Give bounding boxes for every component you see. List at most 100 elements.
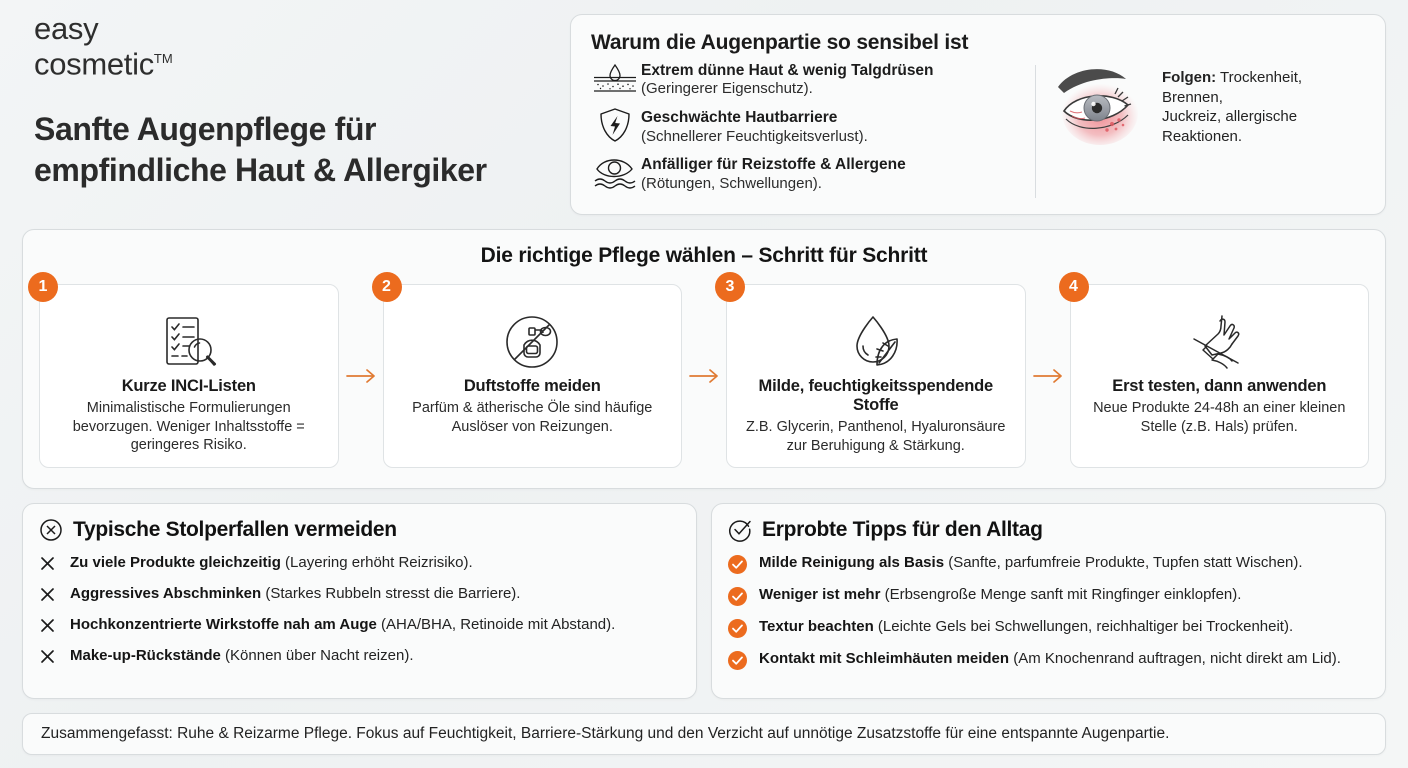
step-arrow-icon — [339, 284, 383, 468]
bottom-columns: Typische Stolperfallen vermeiden Zu viel… — [22, 503, 1386, 700]
step-arrow-icon — [1026, 284, 1070, 468]
step-card-2[interactable]: 2 Duftstoffe meiden — [371, 272, 682, 469]
check-circle-filled-icon — [728, 586, 759, 607]
step-card-4[interactable]: 4 Erst testen, dann anwenden — [1058, 272, 1369, 469]
brand-logo-line2-wrap: cosmeticTM — [34, 44, 570, 79]
pitfall-note: (Können über Nacht reizen). — [220, 646, 414, 664]
pitfall-bold: Hochkonzentrierte Wirkstoffe nah am Auge — [70, 615, 377, 633]
why-reasons-list: Extrem dünne Haut & wenig Talgdrüsen (Ge… — [589, 61, 1029, 202]
steps-panel: Die richtige Pflege wählen – Schritt für… — [22, 229, 1386, 490]
pitfall-item: Hochkonzentrierte Wirkstoffe nah am Auge… — [39, 616, 680, 635]
step-number-badge: 3 — [715, 272, 745, 303]
step-number-badge: 2 — [371, 272, 402, 303]
red-irritated-eye-illustration — [1050, 61, 1154, 153]
pitfall-item: Aggressives Abschminken (Starkes Rubbeln… — [39, 585, 680, 604]
tip-note: (Am Knochenrand auftragen, nicht direkt … — [1009, 650, 1341, 668]
pitfall-bold: Make-up-Rückstände — [70, 646, 221, 664]
check-circle-filled-icon — [728, 650, 759, 671]
tip-text: Kontakt mit Schleimhäuten meiden (Am Kno… — [759, 650, 1341, 669]
shield-crack-icon — [589, 108, 641, 142]
pitfall-note: (Starkes Rubbeln stresst die Barriere). — [261, 585, 521, 603]
page-title-line2: empfindliche Haut & Allergiker — [34, 151, 487, 188]
step-heading: Duftstoffe meiden — [463, 377, 601, 396]
tip-item: Textur beachten (Leichte Gels bei Schwel… — [728, 618, 1369, 639]
pitfall-note: (Layering erhöht Reizrisiko). — [280, 554, 473, 572]
pitfall-item: Make-up-Rückstände (Können über Nacht re… — [39, 647, 680, 666]
tip-text: Textur beachten (Leichte Gels bei Schwel… — [759, 618, 1293, 637]
tips-title: Erprobte Tipps für den Alltag — [762, 518, 1043, 542]
why-reason-item: Geschwächte Hautbarriere (Schnellerer Fe… — [589, 108, 1029, 146]
step-text: Parfüm & ätherische Öle sind häufige Aus… — [412, 400, 653, 435]
step-text: Minimalistische Formulierungen bevorzuge… — [72, 400, 305, 454]
tip-item: Weniger ist mehr (Erbsengroße Menge sanf… — [728, 586, 1369, 607]
consequences-text-line1: Trockenheit, Brennen, — [1162, 69, 1303, 106]
step-number-badge: 1 — [28, 272, 58, 303]
header: easy cosmeticTM Sanfte Augenpflege für e… — [0, 0, 1408, 216]
patch-test-hand-icon — [1083, 311, 1357, 373]
why-reason-bold: Geschwächte Hautbarriere — [641, 109, 838, 127]
why-reason-bold: Anfälliger für Reizstoffe & Allergene — [641, 156, 906, 174]
tip-bold: Milde Reinigung als Basis — [759, 554, 945, 572]
steps-panel-title: Die richtige Pflege wählen – Schritt für… — [480, 244, 928, 268]
droplet-leaf-icon — [739, 311, 1013, 373]
why-reason-note: (Geringerer Eigenschutz). — [641, 80, 813, 98]
tip-item: Milde Reinigung als Basis (Sanfte, parfu… — [728, 554, 1369, 575]
consequences-label: Folgen: — [1162, 69, 1217, 86]
tip-text: Milde Reinigung als Basis (Sanfte, parfu… — [759, 554, 1303, 573]
summary-footer: Zusammengefasst: Ruhe & Reizarme Pflege.… — [22, 713, 1386, 756]
why-card-title: Warum die Augenpartie so sensibel ist — [591, 31, 969, 54]
why-reason-text: Extrem dünne Haut & wenig Talgdrüsen (Ge… — [641, 61, 934, 99]
pitfall-text: Aggressives Abschminken (Starkes Rubbeln… — [70, 585, 520, 604]
step-text: Z.B. Glycerin, Panthenol, Hyaluronsäure … — [745, 419, 1006, 454]
pitfall-text: Zu viele Produkte gleichzeitig (Layering… — [70, 554, 473, 573]
no-perfume-icon — [396, 311, 670, 373]
check-circle-filled-icon — [728, 618, 759, 639]
step-card-3[interactable]: 3 Milde, feuchtigkeit — [715, 272, 1026, 469]
x-mark-icon — [39, 554, 70, 572]
pitfall-bold: Aggressives Abschminken — [70, 585, 262, 603]
brand-logo-line1: easy — [34, 11, 99, 46]
tip-note: (Leichte Gels bei Schwellungen, reichhal… — [873, 618, 1294, 636]
consequences-line1: Folgen: Trockenheit, Brennen, — [1162, 68, 1367, 107]
consequences-text-line2: Juckreiz, allergische Reaktionen. — [1162, 108, 1298, 145]
consequences-block: Folgen: Trockenheit, Brennen, Juckreiz, … — [1050, 61, 1367, 153]
step-heading: Milde, feuchtigkeitsspendende Stoffe — [758, 377, 994, 415]
checklist-magnifier-icon — [52, 311, 326, 373]
tip-bold: Textur beachten — [759, 618, 874, 636]
step-card-1[interactable]: 1 — [28, 272, 339, 469]
tips-header: Erprobte Tipps für den Alltag — [728, 518, 1369, 543]
x-mark-icon — [39, 616, 70, 634]
irritated-eye-icon — [589, 155, 641, 189]
why-sensitive-card: Warum die Augenpartie so sensibel ist — [570, 14, 1386, 216]
tip-note: (Sanfte, parfumfreie Produkte, Tupfen st… — [944, 554, 1303, 572]
tip-item: Kontakt mit Schleimhäuten meiden (Am Kno… — [728, 650, 1369, 671]
tips-card: Erprobte Tipps für den Alltag Milde Rein… — [711, 503, 1386, 700]
step-text: Neue Produkte 24-48h an einer kleinen St… — [1093, 400, 1346, 435]
x-mark-icon — [39, 647, 70, 665]
step-arrow-icon — [682, 284, 726, 468]
x-mark-icon — [39, 585, 70, 603]
x-circle-icon — [39, 518, 73, 542]
step-heading: Erst testen, dann anwenden — [1112, 377, 1327, 396]
pitfalls-card: Typische Stolperfallen vermeiden Zu viel… — [22, 503, 697, 700]
divider — [1035, 65, 1036, 199]
page-title-line1: Sanfte Augenpflege für — [34, 111, 377, 148]
pitfall-text: Make-up-Rückstände (Können über Nacht re… — [70, 647, 413, 666]
why-reason-bold: Extrem dünne Haut & wenig Talgdrüsen — [641, 62, 934, 79]
step-heading: Kurze INCI-Listen — [121, 377, 256, 396]
tip-bold: Kontakt mit Schleimhäuten meiden — [759, 650, 1010, 668]
why-reason-item: Anfälliger für Reizstoffe & Allergene (R… — [589, 155, 1029, 193]
check-circle-filled-icon — [728, 554, 759, 575]
pitfalls-title: Typische Stolperfallen vermeiden — [73, 518, 397, 542]
page-title: Sanfte Augenpflege für empfindliche Haut… — [34, 109, 570, 190]
steps-row: 1 — [28, 272, 1369, 469]
why-reason-text: Anfälliger für Reizstoffe & Allergene (R… — [641, 155, 906, 193]
why-reason-item: Extrem dünne Haut & wenig Talgdrüsen (Ge… — [589, 61, 1029, 99]
brand-logo: easy cosmeticTM — [34, 11, 570, 79]
pitfall-text: Hochkonzentrierte Wirkstoffe nah am Auge… — [70, 616, 615, 635]
pitfall-note: (AHA/BHA, Retinoide mit Abstand). — [376, 615, 616, 633]
pitfall-bold: Zu viele Produkte gleichzeitig — [70, 554, 281, 572]
check-circle-outline-icon — [728, 518, 762, 543]
why-reason-note: (Rötungen, Schwellungen). — [641, 174, 822, 192]
